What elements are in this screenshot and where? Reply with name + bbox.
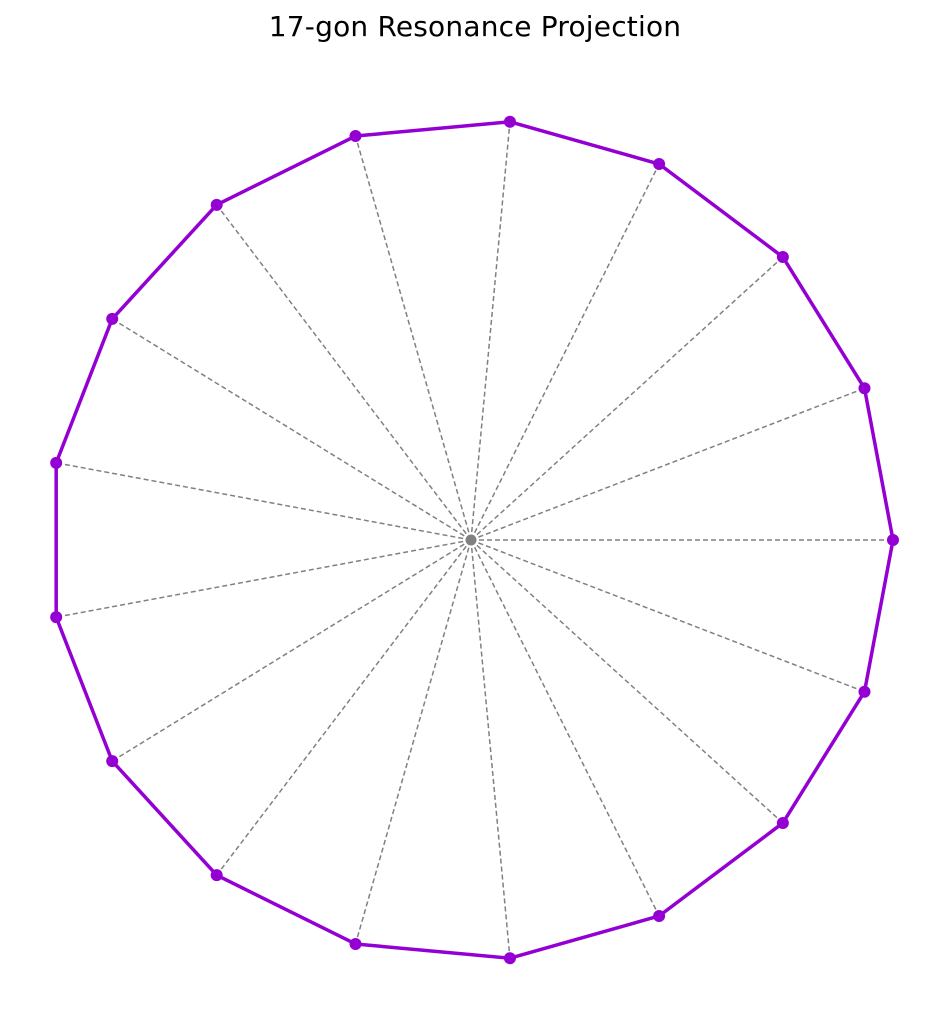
spoke-14	[470, 539, 511, 959]
spoke-12	[216, 539, 472, 876]
spoke-10	[56, 539, 472, 618]
spoke-3	[470, 256, 784, 541]
vertex-3	[776, 251, 789, 264]
vertex-15	[653, 909, 666, 922]
spoke-8	[111, 318, 472, 541]
vertex-10	[50, 611, 63, 624]
figure-title: 17-gon Resonance Projection	[268, 10, 682, 43]
vertex-7	[210, 198, 223, 211]
spoke-4	[470, 163, 660, 541]
center-point	[465, 534, 477, 546]
spoke-5	[470, 121, 511, 541]
vertex-17	[858, 685, 871, 698]
vertex-2	[858, 382, 871, 395]
spoke-11	[111, 539, 472, 762]
vertex-13	[349, 937, 362, 950]
vertex-14	[503, 952, 516, 965]
vertex-4	[653, 158, 666, 171]
vertex-6	[349, 130, 362, 143]
vertex-1	[887, 534, 899, 546]
vertex-9	[50, 456, 63, 469]
vertex-5	[503, 115, 516, 128]
spoke-6	[354, 135, 472, 541]
spoke-16	[470, 539, 784, 824]
polygon-outline	[54, 120, 895, 960]
spoke-2	[470, 387, 865, 541]
spoke-15	[470, 539, 660, 917]
spoke-7	[216, 204, 472, 541]
vertex-11	[106, 755, 119, 768]
spoke-9	[56, 462, 472, 541]
spoke-13	[354, 539, 472, 945]
vertex-8	[106, 312, 119, 325]
vertex-12	[210, 869, 223, 882]
spoke-17	[470, 539, 865, 693]
vertex-16	[776, 816, 789, 829]
